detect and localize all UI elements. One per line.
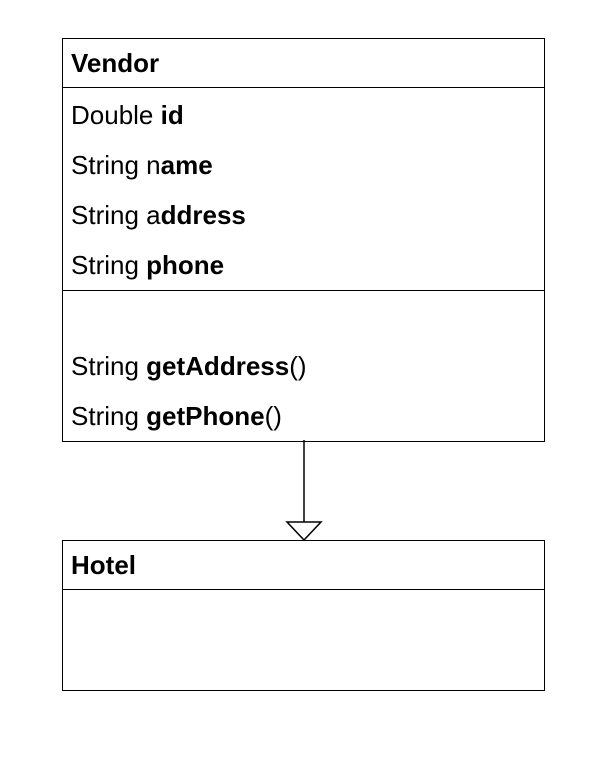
attribute-address: String address bbox=[71, 200, 246, 230]
generalization-arrowhead-icon bbox=[285, 521, 323, 542]
vendor-class-box[interactable]: Vendor Double id String name String addr… bbox=[62, 38, 545, 442]
vendor-attributes-section: Double id String name String address Str… bbox=[63, 88, 544, 291]
vendor-class-name: Vendor bbox=[63, 39, 544, 88]
attribute-name: String name bbox=[71, 150, 213, 180]
method-get-phone: String getPhone() bbox=[71, 401, 282, 431]
vendor-methods-section: String getAddress() String getPhone() bbox=[63, 291, 544, 441]
hotel-class-name: Hotel bbox=[63, 541, 544, 590]
attribute-phone: String phone bbox=[71, 250, 225, 280]
hotel-body-section bbox=[63, 590, 544, 690]
method-get-address: String getAddress() bbox=[71, 351, 307, 381]
attribute-id: Double id bbox=[71, 100, 184, 130]
hotel-class-box[interactable]: Hotel bbox=[62, 540, 545, 691]
